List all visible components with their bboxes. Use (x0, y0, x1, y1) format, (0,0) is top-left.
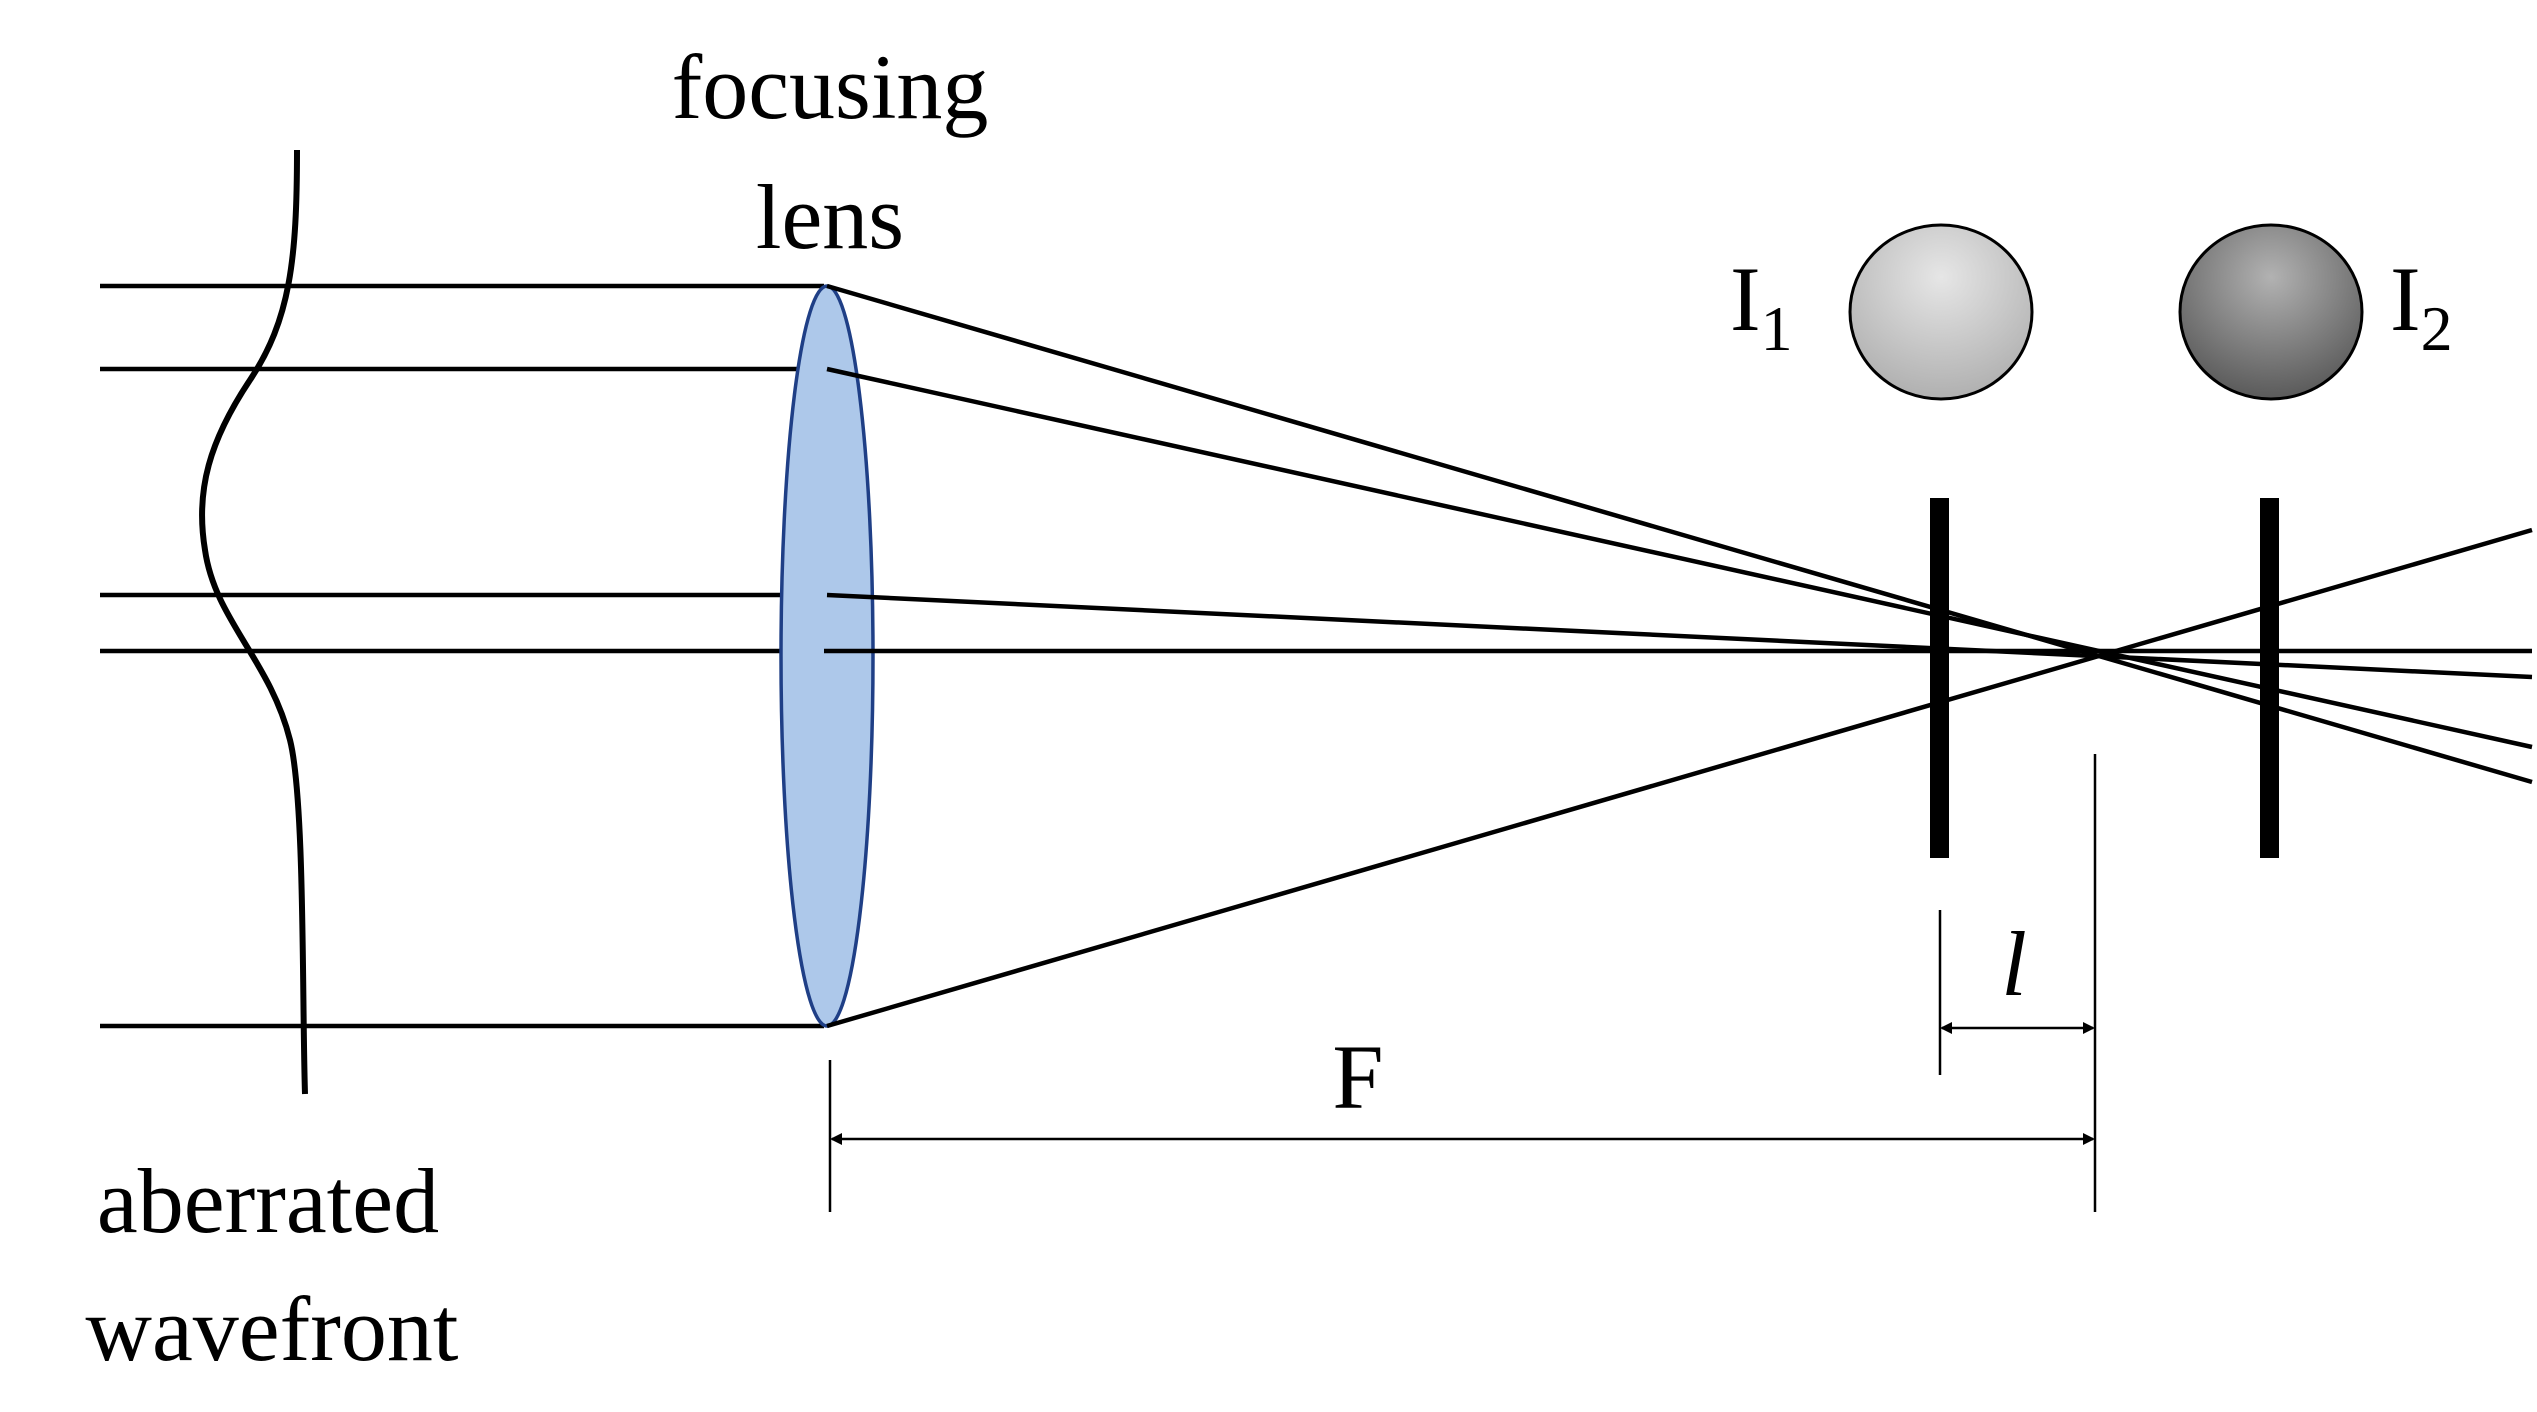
wavefront-label-line1: aberrated (97, 1150, 439, 1252)
plane-2-letter: I (2390, 248, 2421, 350)
wavefront-label-line2: wavefront (86, 1278, 459, 1380)
converging-ray-top (826, 283, 2533, 785)
intensity-spot-2 (2178, 223, 2364, 401)
offset-label: l (2001, 913, 2027, 1015)
converging-ray-middle (826, 592, 2533, 680)
converging-ray-bottom (826, 527, 2533, 1029)
plane-1-label: I1 (1730, 248, 1793, 364)
plane-1-letter: I (1730, 248, 1761, 350)
focal-length-label: F (1332, 1026, 1383, 1128)
lens-label-line2: lens (756, 166, 904, 268)
dimension-lines (828, 754, 2097, 1212)
plane-2-subscript: 2 (2421, 293, 2453, 364)
measurement-plane-2 (2260, 498, 2279, 858)
incoming-rays (100, 283, 824, 1029)
plane-1-subscript: 1 (1761, 293, 1793, 364)
intensity-spot-1 (1848, 223, 2034, 401)
lens-label-line1: focusing (672, 36, 989, 138)
converging-rays (824, 283, 2533, 1029)
aberrated-wavefront-curve (199, 149, 308, 1095)
measurement-plane-1 (1930, 498, 1949, 858)
plane-2-label: I2 (2390, 248, 2453, 364)
converging-ray-upper (826, 366, 2533, 750)
focusing-lens (779, 284, 875, 1028)
